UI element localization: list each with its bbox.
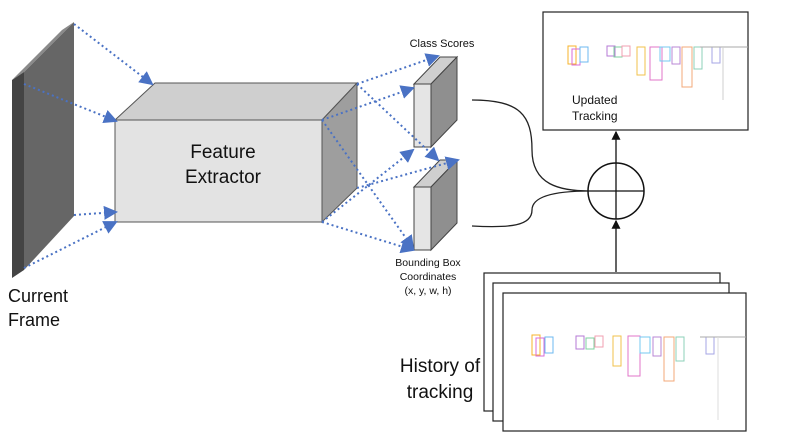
feature-extractor-label-line2: Extractor	[184, 167, 262, 188]
history-label-line1: History of	[399, 356, 481, 377]
combiner-circle	[587, 162, 645, 220]
class-scores-label: Class Scores	[409, 38, 475, 50]
updated-tracking-panel	[542, 11, 749, 131]
feature-extractor-box	[113, 81, 359, 224]
current-frame-label-line1: Current	[8, 286, 69, 306]
history-stack	[483, 272, 747, 432]
current-frame-slab	[12, 22, 74, 278]
current-frame-label-line2: Frame	[8, 310, 61, 330]
history-label-line2: tracking	[406, 382, 474, 403]
merge-brace	[471, 99, 591, 228]
frame-to-extractor-arrows	[23, 23, 154, 269]
history-label: History of tracking	[390, 354, 490, 406]
bounding-box-label: Bounding Box Coordinates (x, y, w, h)	[384, 256, 472, 298]
feature-extractor-label: Feature Extractor	[170, 140, 276, 190]
history-tracking-boxes	[531, 334, 746, 420]
updated-tracking-label-line1: Updated	[572, 93, 618, 107]
bounding-box-label-line2: Coordinates	[399, 271, 457, 283]
feature-extractor-label-line1: Feature	[190, 142, 256, 163]
bounding-box-label-line1: Bounding Box	[395, 257, 461, 269]
updated-tracking-label: Updated Tracking	[572, 92, 652, 124]
current-frame-label: Current Frame	[8, 284, 88, 332]
class-scores-block	[412, 55, 459, 149]
updated-tracking-label-line2: Tracking	[572, 109, 618, 123]
bounding-box-label-line3: (x, y, w, h)	[404, 285, 452, 297]
updated-tracking-boxes	[567, 45, 748, 100]
extractor-to-outputs-arrows	[321, 53, 460, 254]
bounding-box-block	[412, 158, 459, 252]
